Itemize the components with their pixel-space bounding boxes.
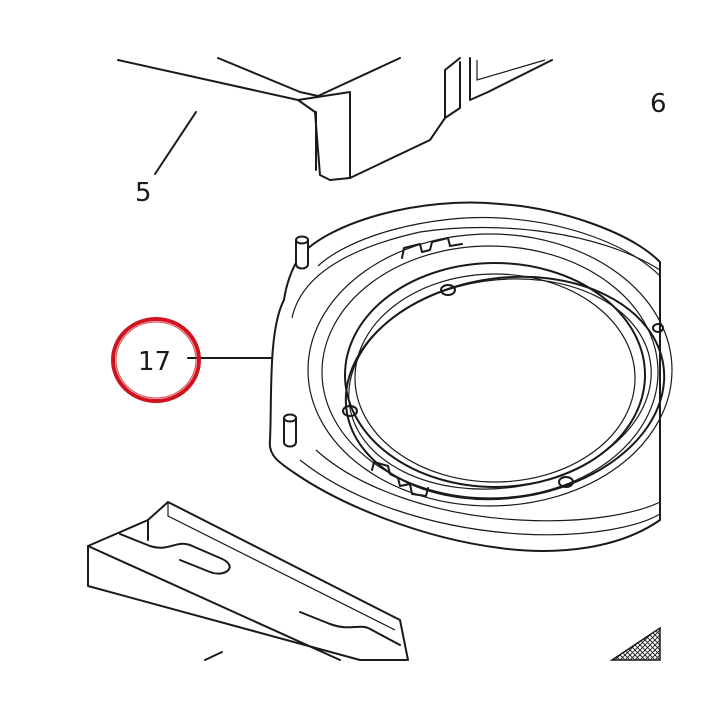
part-17-mount-ring <box>187 201 673 552</box>
lower-slide-plate <box>87 501 409 661</box>
callout-6: 6 <box>650 89 667 119</box>
mesh-grille <box>609 626 661 661</box>
callout-5: 5 <box>135 178 152 208</box>
leader-line-5 <box>154 111 197 175</box>
callout-17: 17 <box>138 347 171 377</box>
highlight-circle <box>111 317 201 403</box>
part-5-housing <box>117 57 553 181</box>
